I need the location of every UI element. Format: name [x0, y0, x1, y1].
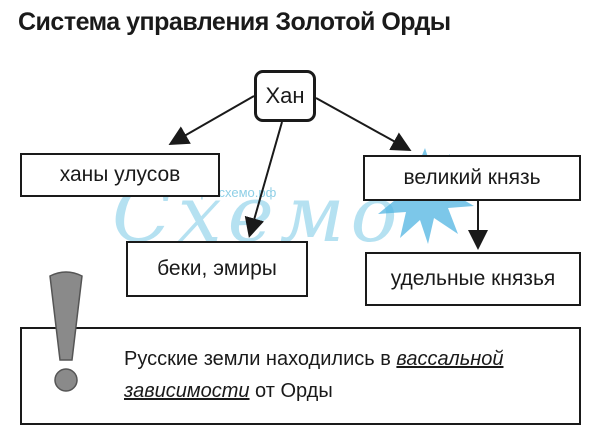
node-khan: Хан	[254, 70, 316, 122]
arrow-khan-to-knyaz	[315, 97, 412, 151]
note-text-before: Русские земли находились в	[124, 348, 397, 370]
note-emphasis: вас­сальной зависимости	[124, 348, 504, 402]
arrow-khan-to-ulus	[168, 95, 255, 145]
node-appanage-princes: удельные князья	[365, 252, 581, 306]
note-box: Русские земли находились в вас­сальной з…	[20, 327, 581, 425]
node-ulus-khans: ханы улусов	[20, 153, 220, 197]
node-beks-emirs: беки, эмиры	[126, 241, 308, 297]
node-grand-prince: великий князь	[363, 155, 581, 201]
diagram-title: Система управления Золотой Орды	[18, 8, 451, 36]
exclamation-icon	[49, 271, 83, 392]
note-text-after: от Орды	[249, 380, 333, 402]
arrow-khan-to-beki	[244, 121, 283, 238]
note-text: Русские земли находились в вас­сальной з…	[124, 343, 564, 407]
